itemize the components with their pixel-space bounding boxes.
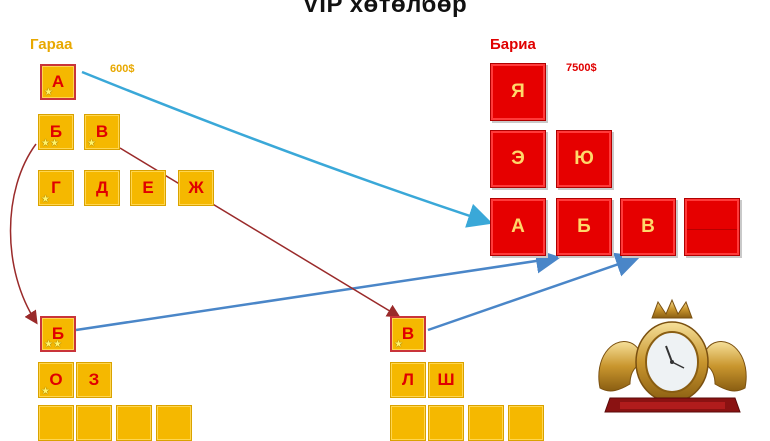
star-icon: ★★ [44,339,62,350]
lion-crest-clock-icon [598,298,747,413]
star-icon: ★ [87,138,96,149]
branch-right-node-sh: Ш [428,362,464,398]
star-icon: ★ [41,386,50,397]
start-node-d: Д [84,170,120,206]
branch-right-node-empty-2 [428,405,464,441]
branch-right-node-empty-1 [390,405,426,441]
start-node-a: А★ [40,64,76,100]
goal-node-yu: Ю [556,130,612,188]
start-node-b: Б★★ [38,114,74,150]
goal-node-e: Э [490,130,546,188]
branch-left-node-empty-3 [116,405,152,441]
goal-node-b: Б [556,198,612,256]
arrow-v-branch-to-goal-v [427,252,641,332]
arrow-v-to-branch [119,147,401,318]
goal-node-empty [684,198,740,256]
arrow-b-to-branch [9,143,38,325]
branch-left-node-z: З [76,362,112,398]
page-title: VIP хөтөлбөр [302,0,468,18]
arrow-b-branch-to-goal-b [75,248,561,332]
start-label: Гараа [30,36,73,53]
arrow-a-to-goal-a [81,70,493,228]
branch-right-node-empty-4 [508,405,544,441]
start-price: 600$ [110,63,135,75]
star-icon: ★ [41,194,50,205]
goal-price: 7500$ [566,62,597,74]
start-node-zh: Ж [178,170,214,206]
branch-left-node-empty-2 [76,405,112,441]
start-node-e: Е [130,170,166,206]
branch-left-node-b: Б★★ [40,316,76,352]
goal-node-ya: Я [490,63,546,121]
branch-right-node-v: В★ [390,316,426,352]
branch-left-node-empty-4 [156,405,192,441]
branch-left-node-empty-1 [38,405,74,441]
star-icon: ★ [44,87,53,98]
goal-node-v: В [620,198,676,256]
branch-right-node-l: Л [390,362,426,398]
start-node-g: Г★ [38,170,74,206]
goal-label: Бариа [490,36,536,53]
star-icon: ★★ [41,138,59,149]
start-node-v: В★ [84,114,120,150]
star-icon: ★ [394,339,403,350]
branch-left-node-o: О★ [38,362,74,398]
goal-node-a: А [490,198,546,256]
branch-right-node-empty-3 [468,405,504,441]
